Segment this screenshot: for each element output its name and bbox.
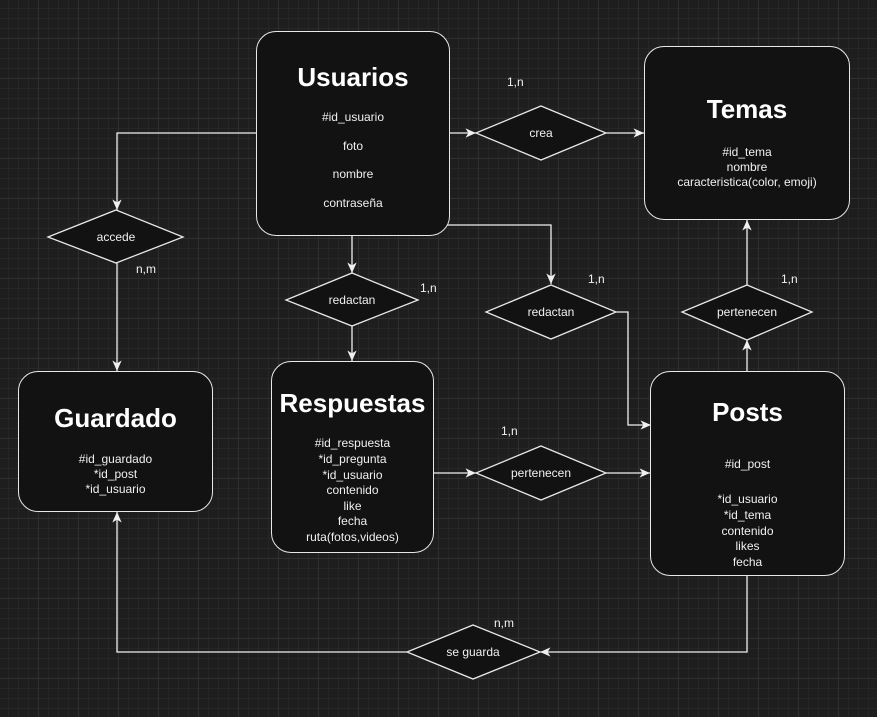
attribute: *id_usuario	[85, 482, 146, 496]
cardinality-pertenecen-posts: 1,n	[501, 424, 518, 438]
relationship-redactan-respuestas[interactable]: redactan	[284, 272, 420, 327]
attribute: *id_tema	[723, 508, 772, 522]
entity-guardado-title: Guardado	[54, 403, 177, 433]
attribute: *id_pregunta	[318, 452, 387, 466]
attribute: #id_usuario	[321, 110, 385, 124]
entity-posts-title: Posts	[712, 397, 783, 427]
cardinality-accede: n,m	[136, 262, 157, 276]
attribute: #id_guardado	[78, 452, 153, 466]
attribute: fecha	[337, 514, 368, 528]
relationship-redactan-respuestas-label: redactan	[329, 293, 376, 307]
entity-posts[interactable]: Posts #id_post *id_usuario *id_tema cont…	[650, 371, 845, 576]
attribute: *id_usuario	[717, 492, 778, 506]
attribute: likes	[735, 539, 760, 553]
entity-temas[interactable]: Temas #id_tema nombre caracteristica(col…	[644, 46, 850, 220]
attribute: contenido	[721, 524, 774, 538]
attribute: ruta(fotos,videos)	[306, 530, 399, 544]
attribute: #id_post	[724, 457, 771, 471]
relationship-se-guarda-label: se guarda	[446, 645, 500, 659]
relationship-pertenecen-posts[interactable]: pertenecen	[474, 445, 608, 501]
attribute: #id_respuesta	[314, 436, 391, 450]
relationship-pertenecen-temas-label: pertenecen	[717, 305, 777, 319]
edge-usuarios-accede	[112, 132, 256, 210]
attribute: *id_usuario	[322, 468, 383, 482]
edge-posts-seguarda	[540, 576, 748, 657]
entity-temas-title: Temas	[706, 94, 788, 124]
attribute: fecha	[732, 555, 763, 569]
relationship-accede[interactable]: accede	[46, 209, 185, 264]
relationship-pertenecen-temas[interactable]: pertenecen	[680, 284, 814, 341]
attribute: contenido	[326, 483, 379, 497]
entity-usuarios-title: Usuarios	[297, 62, 409, 92]
relationship-pertenecen-posts-label: pertenecen	[511, 466, 571, 480]
attribute: #id_tema	[722, 145, 772, 159]
entity-usuarios[interactable]: Usuarios #id_usuario foto nombre contras…	[256, 31, 450, 236]
relationship-redactan-posts-label: redactan	[528, 305, 575, 319]
cardinality-crea: 1,n	[507, 75, 524, 89]
cardinality-se-guarda: n,m	[494, 616, 515, 630]
relationship-crea-label: crea	[529, 126, 553, 140]
attribute: like	[343, 499, 362, 513]
relationship-accede-label: accede	[97, 230, 136, 244]
attribute: foto	[342, 139, 363, 153]
attribute: caracteristica(color, emoji)	[677, 175, 817, 189]
relationship-redactan-posts[interactable]: redactan	[484, 284, 618, 340]
entity-guardado[interactable]: Guardado #id_guardado *id_post *id_usuar…	[18, 371, 213, 512]
relationship-crea[interactable]: crea	[474, 105, 608, 161]
cardinality-pertenecen-temas: 1,n	[781, 272, 798, 286]
edge-redactan-posts	[616, 311, 651, 430]
edge-usuarios-redactan-posts	[445, 224, 556, 284]
attribute: *id_post	[93, 467, 138, 481]
attribute: nombre	[726, 160, 768, 174]
attribute: nombre	[332, 167, 374, 181]
entity-respuestas-title: Respuestas	[279, 388, 426, 418]
relationship-se-guarda[interactable]: se guarda	[405, 624, 542, 680]
edge-seguarda-guardado	[112, 512, 407, 653]
cardinality-redactan-posts: 1,n	[588, 272, 605, 286]
entity-respuestas[interactable]: Respuestas #id_respuesta *id_pregunta *i…	[271, 361, 434, 553]
cardinality-redactan-respuestas: 1,n	[420, 281, 437, 295]
attribute: contraseña	[323, 196, 383, 210]
